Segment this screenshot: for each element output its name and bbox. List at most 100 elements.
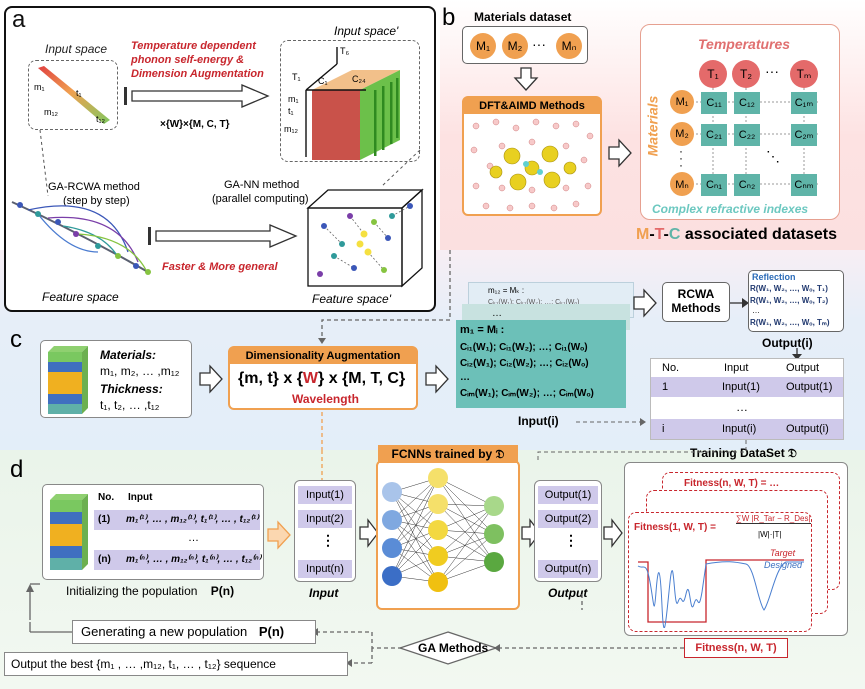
cell-c2m-label: C₂ₘ (794, 129, 814, 141)
output-chip-n: Output(n) (538, 560, 598, 578)
arrow-c-3 (633, 288, 657, 318)
mtc-dash-2: - (663, 226, 669, 243)
fitness-front-label: Fitness(1, W, T) = (634, 522, 716, 533)
rcwa-line-1: RCWA (677, 287, 715, 301)
aug-formula: ×{W}×{M, C, T} (160, 119, 230, 130)
material-mn: Mₙ (556, 33, 582, 59)
cell-c21-label: C₂₁ (706, 129, 722, 141)
front-row-dots: … (460, 372, 470, 383)
dft-title-label: DFT&AIMD Methods (479, 100, 585, 112)
material-row-m1: M₁ (670, 90, 694, 114)
material-mn-label: Mₙ (561, 39, 577, 53)
gen-new-symbol: P(n) (258, 624, 285, 639)
feature-cube (306, 188, 424, 288)
panel-a-letter: a (12, 6, 26, 33)
dft-box (462, 96, 602, 216)
pop-row-n-no: (n) (98, 554, 111, 565)
mtc-tail: associated datasets (684, 226, 837, 243)
thickness-lbl: Thickness: (100, 382, 163, 396)
arrow-c-1 (199, 364, 223, 394)
front-row-2: Cᵢ₂(W₁); Cᵢ₂(W₂); …; Cᵢ₂(Wₒ) (460, 358, 589, 369)
init-pop-symbol: P(n) (210, 584, 235, 598)
aug-title-3: Dimension Augmentation (131, 68, 264, 80)
output-chip-n-label: Output(n) (544, 563, 592, 575)
ga-methods-diamond (398, 631, 498, 665)
label-t12: t₁₂ (96, 114, 106, 124)
mtc-dash-1: - (649, 226, 655, 243)
input-i-label: Input(i) (518, 414, 559, 428)
material-row-mn-label: Mₙ (675, 178, 689, 191)
cell-c12: C₁₂ (734, 92, 760, 114)
arrow-d-2 (359, 518, 379, 548)
fcnn-title: FCNNs trained by 𝔇 (378, 445, 518, 463)
temperatures-label: Temperatures (698, 36, 791, 52)
panel-b-letter: b (442, 4, 456, 31)
arrow-faster (148, 224, 298, 248)
table-cell-1-output: Output(1) (786, 381, 833, 393)
mid-dots: … (492, 308, 502, 319)
input-space-prime-label: Input space' (334, 24, 399, 38)
cell-c12-label: C₁₂ (739, 97, 755, 109)
fitness-n-label: Fitness(n, W, T) (695, 642, 777, 654)
fitness-n-box: Fitness(n, W, T) (684, 638, 788, 658)
panel-d-letter: d (10, 456, 24, 483)
arrow-d-orange (267, 520, 291, 550)
table-row (651, 419, 843, 439)
formula-w: W (302, 370, 319, 387)
output-label: Output (548, 586, 588, 600)
fitness-denominator: |W|·|T| (758, 530, 782, 539)
input-space-bar (38, 66, 110, 124)
population-stack (50, 494, 88, 570)
material-m2-label: M₂ (507, 39, 523, 53)
label-t1: t₁ (76, 88, 82, 98)
output-chip-dots: ⋮ (564, 532, 578, 548)
material-row-m2-label: M₂ (675, 128, 689, 140)
feature-space-label: Feature space (42, 290, 119, 304)
table-row (651, 377, 843, 397)
mtc-heading: M-T-C associated datasets (636, 226, 837, 244)
table-dots: … (736, 400, 748, 414)
material-m1-label: M₁ (475, 39, 491, 53)
temperature-tm: Tₘ (790, 60, 818, 88)
table-header-output: Output (786, 362, 820, 374)
temperature-t1: T₁ (699, 60, 727, 88)
cell-cn1-label: Cₙ₁ (705, 179, 723, 191)
cube-C24: C₂₄ (352, 74, 366, 84)
temperature-tm-label: Tₘ (796, 67, 812, 81)
cube-T6: T₆ (340, 46, 350, 56)
mtc-c: C (668, 226, 681, 243)
mtc-m: M (636, 226, 650, 243)
input-chip-n-label: Input(n) (306, 563, 344, 575)
cell-c1m-label: C₁ₘ (794, 97, 814, 109)
output-i-label: Output(i) (762, 336, 813, 350)
designed-label: Designed (764, 560, 803, 570)
temperature-t2-label: T₂ (740, 67, 752, 81)
output-chip-2-label: Output(2) (544, 513, 592, 525)
input-chip-2: Input(2) (298, 510, 352, 528)
reflection-title: Reflection (752, 272, 796, 282)
table-cell-i-output: Output(i) (786, 423, 829, 435)
arrow-down-b (513, 67, 539, 91)
materials-val: m₁, m₂, … ,m₁₂ (100, 364, 180, 378)
arrow-c-2 (425, 364, 449, 394)
back-row: Cₖ₁(W₁); Cₖ₁(W₂); …; Cₖ₁(Wₒ) (488, 299, 580, 306)
dashed-connector-a (39, 129, 421, 197)
input-label: Input (309, 586, 339, 600)
complex-label: Complex refractive indexes (652, 202, 809, 216)
wavelength-label: Wavelength (292, 392, 359, 406)
table-cell-1-no: 1 (662, 381, 669, 393)
table-cell-1-input: Input(1) (722, 381, 760, 393)
output-chip-1: Output(1) (538, 486, 598, 504)
output-chip-2: Output(2) (538, 510, 598, 528)
formula-a: {m, t} x { (238, 370, 303, 387)
cell-c21: C₂₁ (701, 124, 727, 146)
thickness-val: t₁, t₂, … ,t₁₂ (100, 398, 160, 412)
input-chip-2-label: Input(2) (306, 513, 344, 525)
reflection-r1: R(W₁, W₂, …, Wₒ, T₁) (750, 284, 828, 293)
neural-network (382, 468, 504, 592)
table-header-no: No. (662, 362, 680, 374)
cube-T1: T₁ (292, 72, 301, 82)
list-item (94, 550, 260, 570)
reflection-dots: … (752, 306, 760, 315)
